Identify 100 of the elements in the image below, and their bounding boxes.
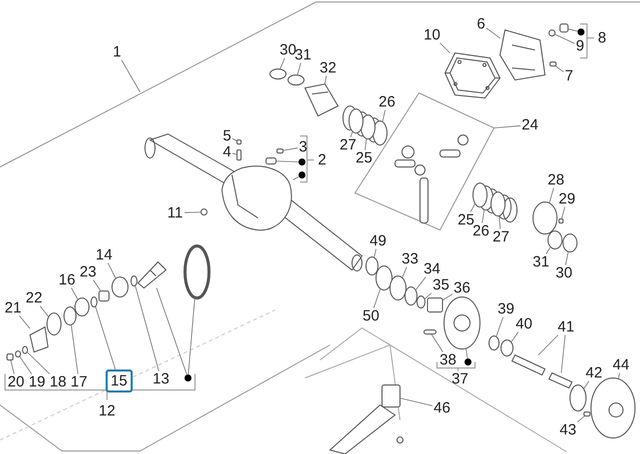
- leader-line: [554, 34, 576, 44]
- bearing: [74, 298, 90, 316]
- leader-line: [292, 176, 299, 180]
- leader-line: [134, 285, 160, 372]
- ring-gear: [184, 244, 210, 300]
- nut: [6, 354, 14, 360]
- pinion-gear: [138, 261, 167, 288]
- flange: [532, 202, 558, 234]
- leader-line: [280, 58, 286, 70]
- axle-shaft: [511, 354, 546, 376]
- leader-line: [583, 380, 590, 390]
- leader-line: [19, 316, 30, 329]
- o-ring: [416, 296, 426, 308]
- leader-line: [350, 131, 353, 138]
- callout-number: 33: [402, 252, 418, 266]
- leader-line: [548, 188, 554, 204]
- leader-line: [442, 294, 453, 301]
- flange: [29, 326, 49, 353]
- callout-number: 26: [378, 94, 396, 110]
- bearing: [112, 276, 128, 298]
- callout-number: 13: [152, 372, 170, 386]
- leader-line: [10, 360, 14, 374]
- leader-line: [470, 203, 476, 212]
- callout-number: 41: [558, 320, 574, 334]
- callout-number: 30: [280, 42, 296, 58]
- callout-number: 29: [558, 192, 576, 206]
- callout-number: 27: [492, 230, 510, 244]
- leader-line: [374, 248, 376, 258]
- washer: [15, 350, 21, 358]
- callout-number: 38: [440, 352, 456, 368]
- callout-number: 17: [70, 374, 88, 390]
- callout-number: 32: [320, 60, 336, 76]
- callout-number: 40: [516, 316, 532, 332]
- callout-number: 10: [424, 28, 440, 42]
- leader-line: [561, 206, 566, 220]
- callout-number: 3: [298, 140, 308, 154]
- leader-line: [282, 148, 298, 151]
- bushing: [427, 298, 443, 312]
- leader-line: [466, 348, 468, 359]
- leader-line: [400, 398, 433, 406]
- leader-line: [92, 280, 102, 292]
- leader-line: [440, 42, 450, 54]
- seal-ring: [366, 256, 378, 276]
- bolt: [424, 330, 436, 334]
- leader-line: [121, 60, 140, 92]
- seal-ring: [64, 306, 76, 326]
- callout-number: 6: [476, 16, 486, 32]
- callout-number: 22: [26, 290, 42, 306]
- callout-number: 21: [4, 300, 22, 316]
- callout-number: 4: [222, 144, 232, 160]
- leader-line: [188, 297, 196, 375]
- bolt: [558, 218, 564, 224]
- callout-number: 16: [58, 272, 76, 288]
- wheel-hub: [444, 296, 480, 350]
- callout-number: 34: [424, 262, 440, 276]
- callout-number: 1: [112, 44, 122, 60]
- leader-line: [494, 125, 521, 128]
- shim-ring: [130, 276, 138, 286]
- brake-drum: [590, 378, 636, 438]
- callout-number: 35: [432, 278, 450, 292]
- seal-ring: [562, 234, 578, 252]
- bolt: [550, 62, 556, 66]
- leader-line: [482, 209, 485, 224]
- bearing-ring: [270, 68, 286, 80]
- callout-number: 23: [80, 264, 96, 280]
- leader-line: [577, 416, 586, 422]
- leader-line: [560, 334, 566, 374]
- gasket: [444, 52, 500, 98]
- leader-line: [415, 276, 426, 291]
- leader-line: [430, 334, 444, 352]
- leader-line: [26, 352, 50, 374]
- bolt: [276, 148, 284, 154]
- leader-line: [19, 356, 32, 374]
- leader-line: [618, 372, 620, 380]
- leader-line: [424, 292, 432, 300]
- callout-number: 31: [532, 254, 550, 270]
- bearing-ring: [390, 276, 406, 300]
- washer: [22, 346, 28, 354]
- callout-number: 43: [560, 422, 576, 438]
- leader-line: [496, 316, 504, 338]
- leader-line: [108, 262, 116, 279]
- callout-number: 39: [498, 302, 514, 316]
- callout-number: 11: [167, 206, 183, 220]
- seal-ring: [500, 340, 514, 356]
- clutch-disc: [372, 120, 388, 146]
- callout-number: 49: [370, 234, 386, 248]
- leader-line: [156, 288, 188, 375]
- shaft-yoke: [382, 384, 400, 408]
- leader-line: [486, 28, 500, 39]
- clutch-disc: [348, 108, 364, 134]
- callout-number: 8: [598, 30, 606, 46]
- callout-number: 50: [362, 308, 380, 324]
- o-ring: [548, 30, 556, 36]
- lock-ring: [404, 286, 418, 306]
- callout-number: 24: [522, 118, 538, 132]
- leader-line: [184, 212, 202, 214]
- leader-line: [324, 76, 327, 84]
- leader-line: [382, 110, 386, 122]
- leader-line: [498, 215, 501, 230]
- callout-number: 15: [106, 370, 132, 392]
